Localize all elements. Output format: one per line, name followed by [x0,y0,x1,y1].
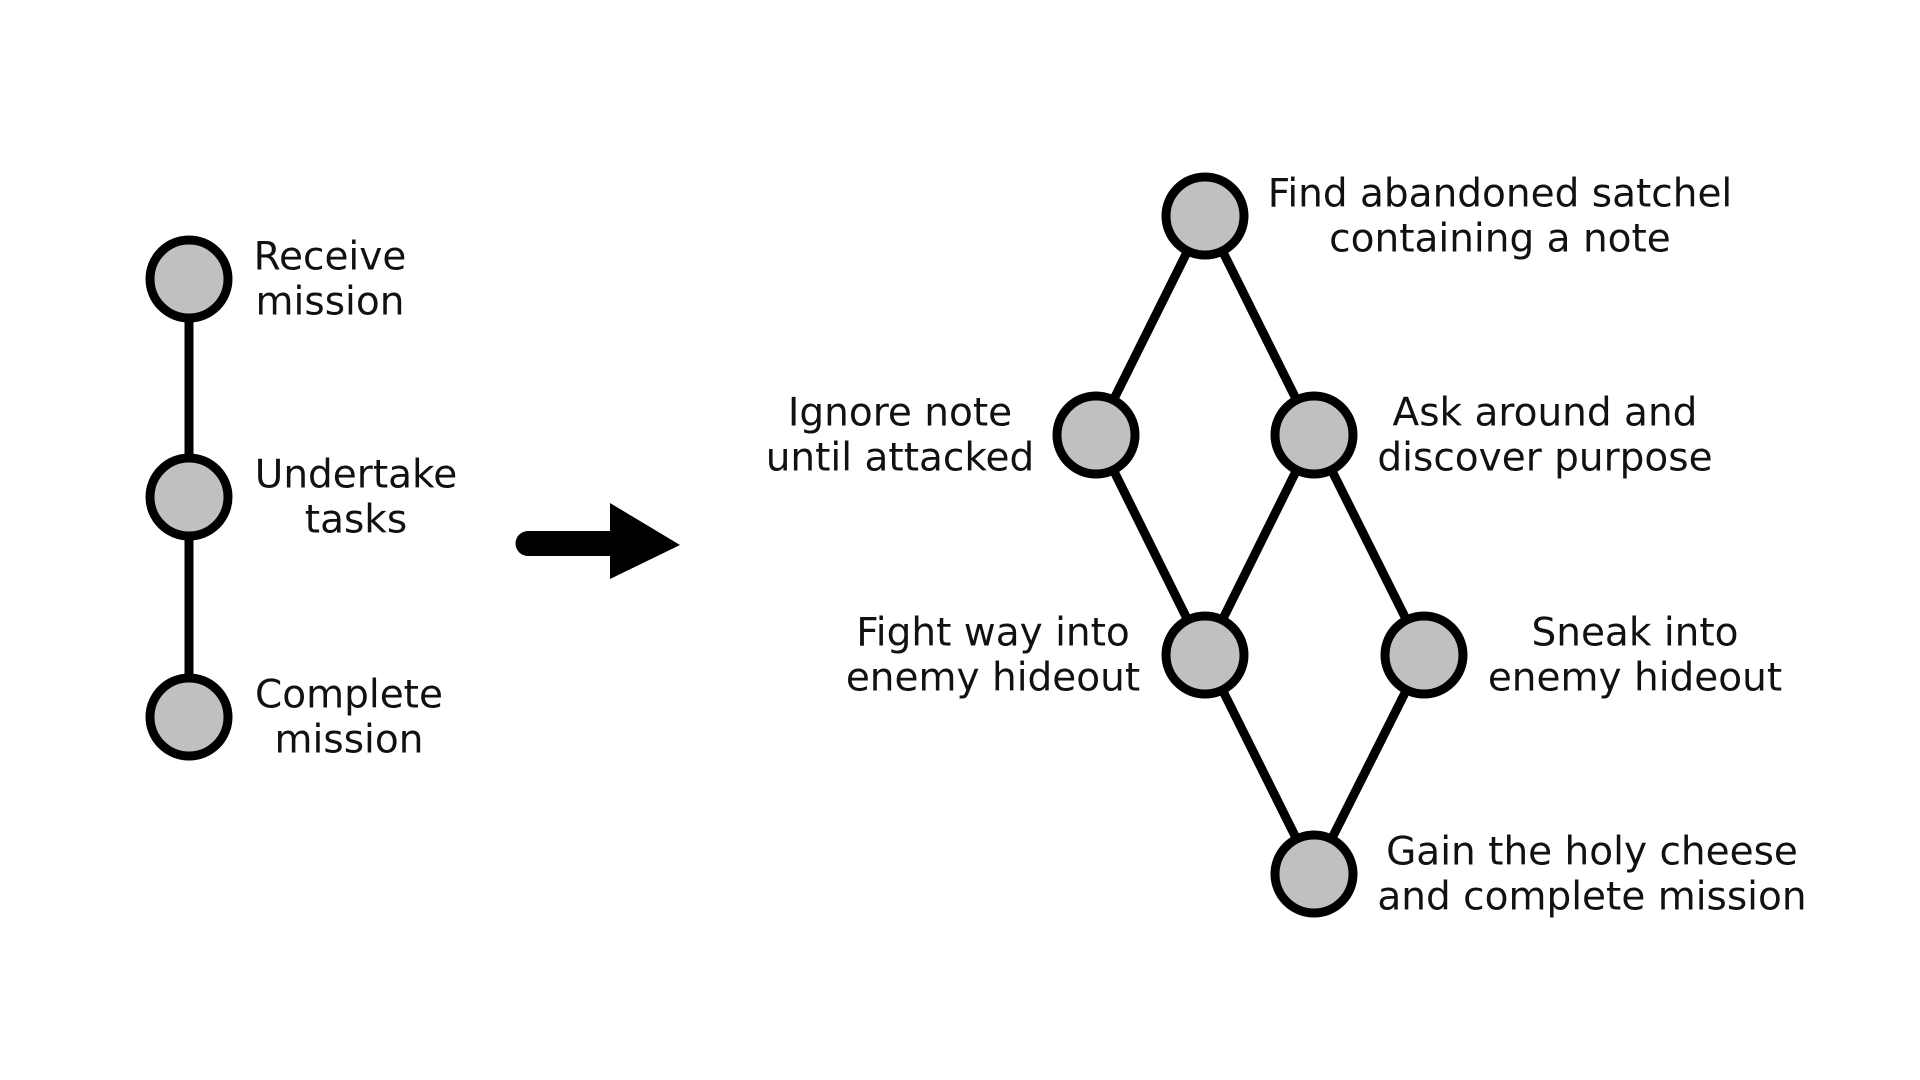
linear-label-line: Receive [254,235,407,280]
branching-label-line: Ask around and [1393,391,1698,436]
branching-label-line: until attacked [766,436,1035,481]
linear-node-receive [145,235,233,323]
branching-node-gain [1270,830,1358,918]
linear-label-line: mission [256,280,405,325]
branching-node-sneak [1380,611,1468,699]
linear-node-complete [145,673,233,761]
branching-label-line: Gain the holy cheese [1386,830,1798,875]
branching-label-line: Ignore note [788,391,1012,436]
linear-label-line: mission [275,718,424,763]
branching-label-line: enemy hideout [1488,656,1782,701]
right-arrow-icon [515,503,680,579]
branching-label-line: Find abandoned satchel [1268,172,1733,217]
linear-node-undertake [145,453,233,541]
branching-node-ask [1270,391,1358,479]
branching-label-line: Sneak into [1531,611,1738,656]
linear-label-line: tasks [305,498,407,543]
branching-label-line: and complete mission [1377,875,1806,920]
linear-label-line: Undertake [255,453,457,498]
branching-label-line: Fight way into [856,611,1130,656]
branching-node-fight [1161,611,1249,699]
branching-node-ignore [1052,391,1140,479]
linear-label-line: Complete [255,673,443,718]
branching-label-line: enemy hideout [846,656,1140,701]
branching-node-find [1161,172,1249,260]
branching-label-line: containing a note [1329,217,1671,262]
nodes-layer [145,172,1468,918]
branching-label-line: discover purpose [1377,436,1712,481]
